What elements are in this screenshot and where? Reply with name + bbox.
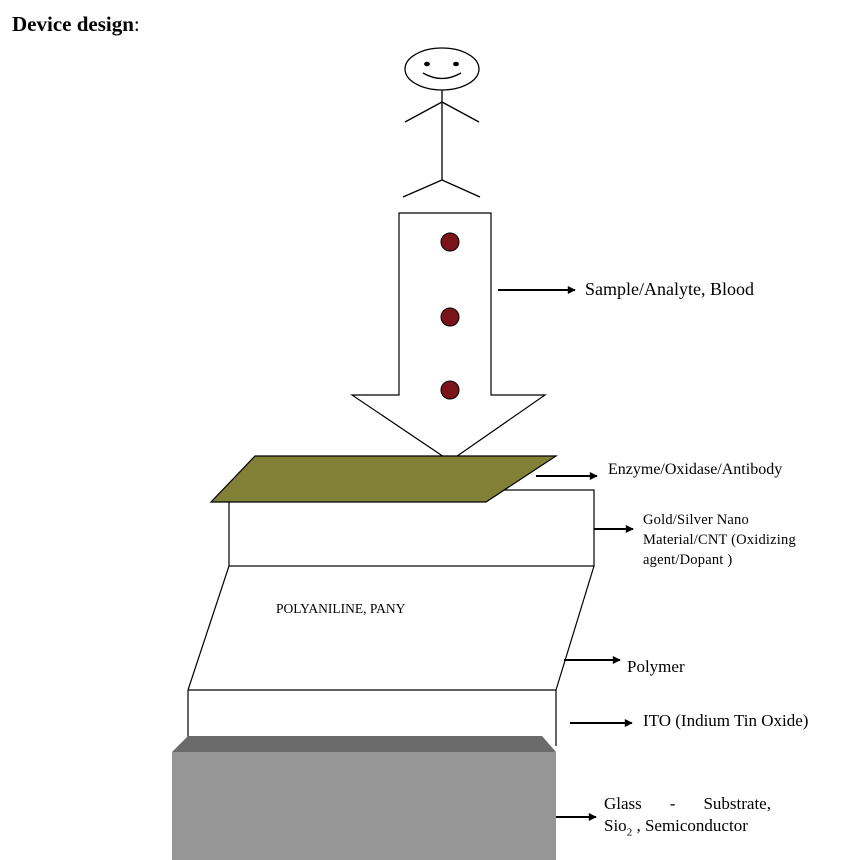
glass-label-line2: Sio2 , Semiconductor: [604, 815, 771, 843]
enzyme-label: Enzyme/Oxidase/Antibody: [608, 461, 783, 478]
sio-subscript: 2: [626, 826, 633, 839]
sample-flow-arrow: [350, 212, 547, 462]
person-right-arm: [441, 101, 480, 123]
diagram-heading: Device design:: [12, 12, 140, 37]
person-figure: [402, 47, 481, 198]
polymer-layer-right-edge: [555, 565, 595, 691]
semiconductor-text: , Semiconductor: [632, 816, 748, 835]
glass-dash: -: [669, 794, 676, 813]
person-smile: [422, 72, 462, 80]
nano-material-label-line: agent/Dopant ): [643, 552, 733, 568]
person-right-leg: [441, 179, 481, 198]
person-head: [404, 47, 480, 91]
nano-material-label: Gold/Silver Nano Material/CNT (Oxidizing…: [643, 510, 828, 570]
heading-title: Device design: [12, 12, 134, 36]
sample-dot: [440, 380, 460, 400]
person-left-arm: [404, 101, 443, 123]
ito-label: ITO (Indium Tin Oxide): [643, 711, 809, 730]
glass-label-line1: Glass - Substrate,: [604, 793, 771, 815]
heading-colon: :: [133, 12, 140, 36]
nano-material-label-line: Material/CNT (Oxidizing: [643, 532, 796, 548]
sample-label: Sample/Analyte, Blood: [585, 279, 754, 299]
person-left-leg: [402, 179, 443, 198]
glass-word: Glass: [604, 794, 642, 813]
polymer-layer-left-edge: [187, 565, 230, 691]
glass-substrate-word: Substrate,: [703, 794, 771, 813]
nano-material-label-line: Gold/Silver Nano: [643, 512, 749, 528]
polymer-label: Polymer: [627, 657, 685, 676]
glass-substrate-block: [172, 752, 556, 860]
sample-dot: [440, 307, 460, 327]
glass-substrate-label: Glass - Substrate, Sio2 , Semiconductor: [604, 793, 771, 843]
glass-substrate-top: [172, 736, 556, 752]
sample-dot: [440, 232, 460, 252]
polyaniline-label: POLYANILINE, PANY: [276, 601, 406, 616]
person-right-eye: [453, 61, 459, 67]
sio-text: Sio: [604, 816, 627, 835]
enzyme-layer: [209, 455, 559, 503]
person-left-eye: [424, 61, 430, 67]
